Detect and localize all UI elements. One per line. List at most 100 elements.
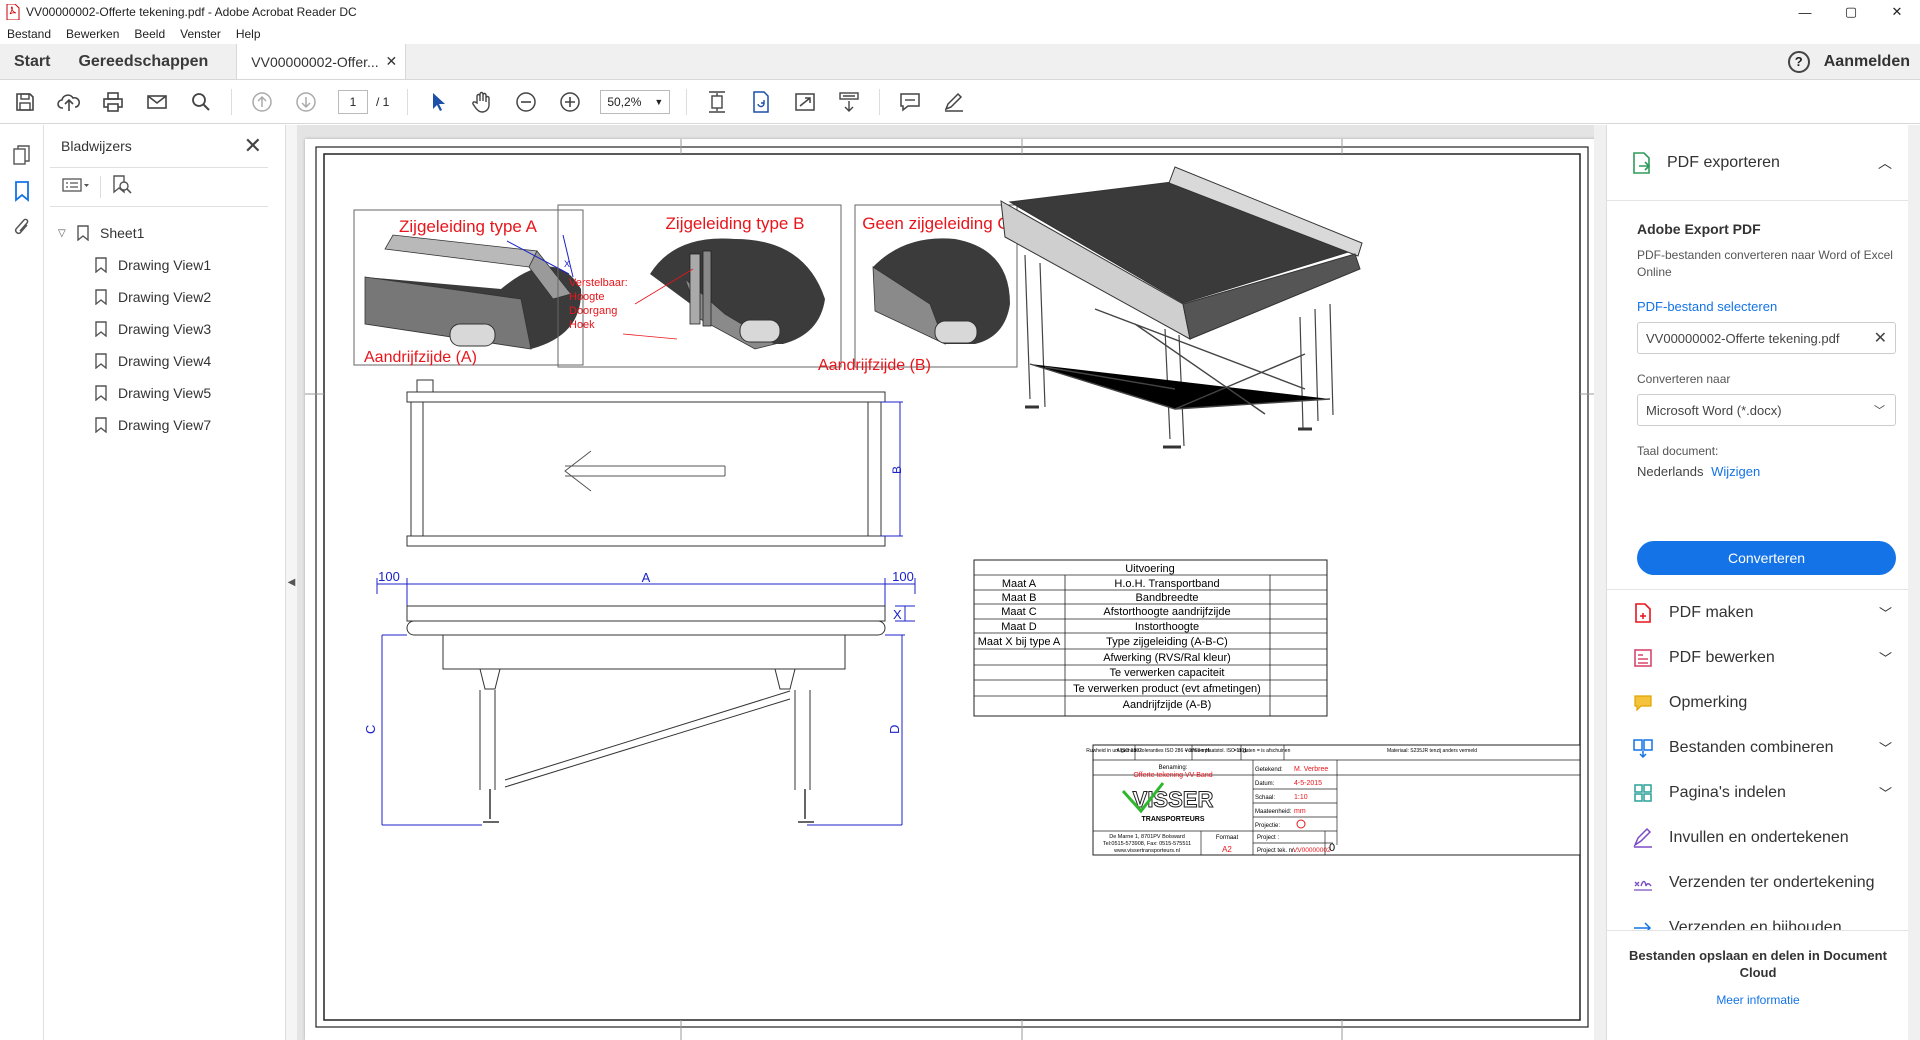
bookmarks-icon[interactable]	[0, 173, 44, 209]
maximize-button[interactable]: ▢	[1844, 4, 1858, 19]
tb-label: Formaat	[1216, 835, 1239, 841]
toolbar-separator	[686, 88, 688, 115]
table-cell: Te verwerken capaciteit	[1110, 667, 1225, 679]
tool-fill-sign[interactable]: Invullen en ondertekenen	[1607, 815, 1920, 860]
technical-drawing: Zijgeleiding type A X Zijgeleiding type …	[305, 139, 1597, 1040]
convert-button[interactable]: Converteren	[1637, 541, 1896, 575]
clear-file-icon[interactable]: ✕	[1873, 330, 1887, 347]
change-language-link[interactable]: Wijzigen	[1711, 464, 1761, 479]
find-bookmark-icon[interactable]	[111, 174, 133, 201]
pen-icon[interactable]	[941, 89, 967, 115]
fit-page-icon[interactable]	[704, 89, 730, 115]
chevron-down-icon[interactable]: ﹀	[1878, 651, 1892, 666]
main-toolbar: 1 / 1 50,2% ▼	[0, 80, 1920, 124]
search-icon[interactable]	[188, 89, 214, 115]
menu-venster[interactable]: Venster	[180, 27, 221, 41]
minimize-button[interactable]: —	[1798, 4, 1812, 20]
bookmark-drawing-view1[interactable]: Drawing View1	[44, 249, 274, 281]
scroll-mode-icon[interactable]	[836, 89, 862, 115]
chevron-down-icon[interactable]: ▽	[58, 227, 66, 239]
hand-tool-icon[interactable]	[469, 89, 495, 115]
panel-splitter[interactable]: ◀	[285, 125, 297, 1040]
bookmark-drawing-view2[interactable]: Drawing View2	[44, 281, 274, 313]
fullscreen-icon[interactable]	[792, 89, 818, 115]
table-cell: Maat X bij type A	[978, 636, 1061, 648]
tool-create-pdf[interactable]: PDF maken ﹀	[1607, 590, 1920, 635]
menu-beeld[interactable]: Beeld	[134, 27, 166, 41]
rotate-icon[interactable]	[748, 89, 774, 115]
comment-icon[interactable]	[897, 89, 923, 115]
tab-start[interactable]: Start	[14, 52, 51, 70]
tb-maat: mm	[1294, 808, 1306, 815]
zoom-in-icon[interactable]	[557, 89, 583, 115]
table-cell: Bandbreedte	[1136, 592, 1199, 604]
bookmark-options-icon[interactable]	[62, 177, 90, 198]
tab-tools[interactable]: Gereedschappen	[78, 52, 209, 70]
bookmark-drawing-view7[interactable]: Drawing View7	[44, 409, 274, 441]
table-cell: Te verwerken product (evt afmetingen)	[1073, 683, 1261, 695]
verstel-doorgang: Doorgang	[569, 305, 617, 317]
tab-document[interactable]: VV00000002-Offer... ✕	[236, 44, 407, 79]
tb-schaal: 1:10	[1294, 794, 1308, 801]
toolbar-separator	[231, 88, 232, 115]
upload-cloud-icon[interactable]	[56, 89, 82, 115]
table-cell: Afwerking (RVS/Ral kleur)	[1103, 652, 1231, 664]
bookmark-drawing-view4[interactable]: Drawing View4	[44, 345, 274, 377]
help-icon[interactable]: ?	[1787, 50, 1810, 73]
chevron-down-icon[interactable]: ﹀	[1878, 741, 1892, 756]
convert-format-select[interactable]: Microsoft Word (*.docx) ﹀	[1637, 394, 1896, 426]
chevron-down-icon[interactable]: ﹀	[1878, 786, 1892, 801]
signin-button[interactable]: Aanmelden	[1823, 52, 1910, 70]
detail-a-title: Zijgeleiding type A	[399, 217, 538, 236]
table-cell: Instorthoogte	[1135, 621, 1199, 633]
tb-label: Maateenheid:	[1255, 809, 1292, 815]
tool-combine-files[interactable]: Bestanden combineren ﹀	[1607, 725, 1920, 770]
document-viewport[interactable]: Zijgeleiding type A X Zijgeleiding type …	[297, 125, 1606, 1040]
dim-d-label: D	[887, 725, 902, 734]
export-pdf-header[interactable]: PDF exporteren ︿	[1607, 125, 1920, 201]
dim-100-left: 100	[378, 569, 400, 584]
close-tab-icon[interactable]: ✕	[385, 53, 398, 69]
save-icon[interactable]	[12, 89, 38, 115]
tb-label: Project tek. nr. :	[1257, 848, 1299, 854]
tool-comment[interactable]: Opmerking	[1607, 680, 1920, 725]
tool-label: Invullen en ondertekenen	[1669, 828, 1849, 846]
tool-organize-pages[interactable]: Pagina's indelen ﹀	[1607, 770, 1920, 815]
document-scrollbar[interactable]	[1594, 125, 1606, 1040]
zoom-select[interactable]: 50,2% ▼	[600, 89, 671, 114]
tb-header: Vorm en plaatstol. ISO 1101	[1185, 748, 1247, 754]
menu-help[interactable]: Help	[235, 27, 261, 41]
tool-send-signature[interactable]: Verzenden ter ondertekening	[1607, 860, 1920, 905]
bookmark-label: Sheet1	[100, 225, 145, 241]
bookmark-drawing-view3[interactable]: Drawing View3	[44, 313, 274, 345]
email-icon[interactable]	[144, 89, 170, 115]
tools-pane-scrollbar[interactable]	[1908, 125, 1920, 1040]
table-cell: Maat A	[1002, 578, 1037, 590]
close-window-button[interactable]: ✕	[1891, 4, 1903, 19]
chevron-down-icon[interactable]: ﹀	[1878, 606, 1892, 621]
page-number-input[interactable]: 1	[338, 89, 368, 114]
bookmark-icon	[77, 225, 89, 241]
tool-edit-pdf[interactable]: PDF bewerken ﹀	[1607, 635, 1920, 680]
selected-file-field[interactable]: VV00000002-Offerte tekening.pdf ✕	[1637, 322, 1896, 354]
next-page-icon[interactable]	[293, 89, 319, 115]
collapse-left-icon[interactable]: ◀	[287, 577, 296, 588]
print-icon[interactable]	[100, 89, 126, 115]
bookmark-sheet1[interactable]: ▽ Sheet1	[44, 217, 274, 249]
zoom-out-icon[interactable]	[513, 89, 539, 115]
menu-bestand[interactable]: Bestand	[7, 27, 52, 41]
page-thumbnails-icon[interactable]	[0, 137, 44, 173]
select-cursor-icon[interactable]	[425, 89, 451, 115]
dim-b-label: B	[890, 466, 904, 474]
combine-files-icon	[1631, 736, 1655, 760]
more-info-link[interactable]: Meer informatie	[1716, 993, 1800, 1007]
bookmark-drawing-view5[interactable]: Drawing View5	[44, 377, 274, 409]
previous-page-icon[interactable]	[249, 89, 275, 115]
attachments-icon[interactable]	[0, 209, 44, 245]
chevron-up-icon[interactable]: ︿	[1878, 154, 1892, 171]
bookmarks-tree: ▽ Sheet1 Drawing View1 Drawing View2 Dra…	[44, 207, 274, 441]
close-panel-icon[interactable]: ✕	[243, 133, 262, 158]
select-file-link[interactable]: PDF-bestand selecteren	[1637, 299, 1778, 314]
menu-bewerken[interactable]: Bewerken	[66, 27, 120, 41]
tb-header: Ruwheid in um ISO 1302	[1086, 748, 1142, 754]
